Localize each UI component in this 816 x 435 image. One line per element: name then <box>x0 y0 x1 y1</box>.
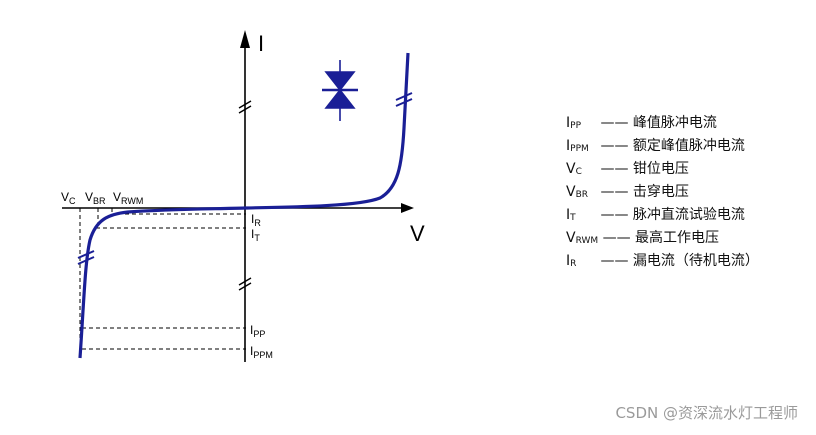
iv-curve <box>78 52 410 359</box>
curve-break-upper-b <box>395 98 413 107</box>
i-axis-title: I <box>258 31 264 56</box>
i-axis-break-upper-b <box>238 105 252 114</box>
tvs-diode-symbol-icon <box>322 60 358 121</box>
label-vc: VC <box>61 190 76 206</box>
legend-item-ippm: IPPM —— 额定峰值脉冲电流 <box>566 138 745 154</box>
i-axis-break-upper-a <box>238 100 252 109</box>
legend: IPP —— 峰值脉冲电流 IPPM —— 额定峰值脉冲电流 VC —— 钳位电… <box>566 112 759 273</box>
v-axis-title: V <box>410 221 425 246</box>
i-axis-arrow <box>240 30 250 48</box>
legend-item-vrwm: VRWM —— 最高工作电压 <box>566 230 720 246</box>
curve-break-upper-a <box>395 92 413 101</box>
legend-item-vc: VC —— 钳位电压 <box>566 161 689 177</box>
i-axis-break-lower-a <box>238 277 252 286</box>
legend-item-it: IT —— 脉冲直流试验电流 <box>566 207 745 223</box>
tvs-triangle-up <box>324 88 356 109</box>
legend-item-ipp: IPP —— 峰值脉冲电流 <box>566 115 717 131</box>
label-ipp: IPP <box>250 323 265 339</box>
label-ippm: IPPM <box>250 344 273 360</box>
curve-breaks <box>77 92 413 265</box>
axis-breaks <box>238 100 252 291</box>
i-axis-break-lower-b <box>238 282 252 291</box>
label-it: IT <box>251 227 260 243</box>
legend-item-vbr: VBR —— 击穿电压 <box>566 184 689 200</box>
legend-item-ir: IR —— 漏电流（待机电流） <box>566 253 759 269</box>
curve-break-lower-a <box>77 250 95 259</box>
tvs-triangle-down <box>324 71 356 92</box>
v-axis-arrow <box>401 203 414 213</box>
axes <box>62 48 405 362</box>
label-ir: IR <box>251 212 261 228</box>
label-vbr: VBR <box>85 190 106 206</box>
watermark: CSDN @资深流水灯工程师 <box>615 404 798 422</box>
label-vrwm: VRWM <box>113 190 143 206</box>
dashed-guides <box>79 208 246 356</box>
curve-break-lower-b <box>77 256 95 265</box>
